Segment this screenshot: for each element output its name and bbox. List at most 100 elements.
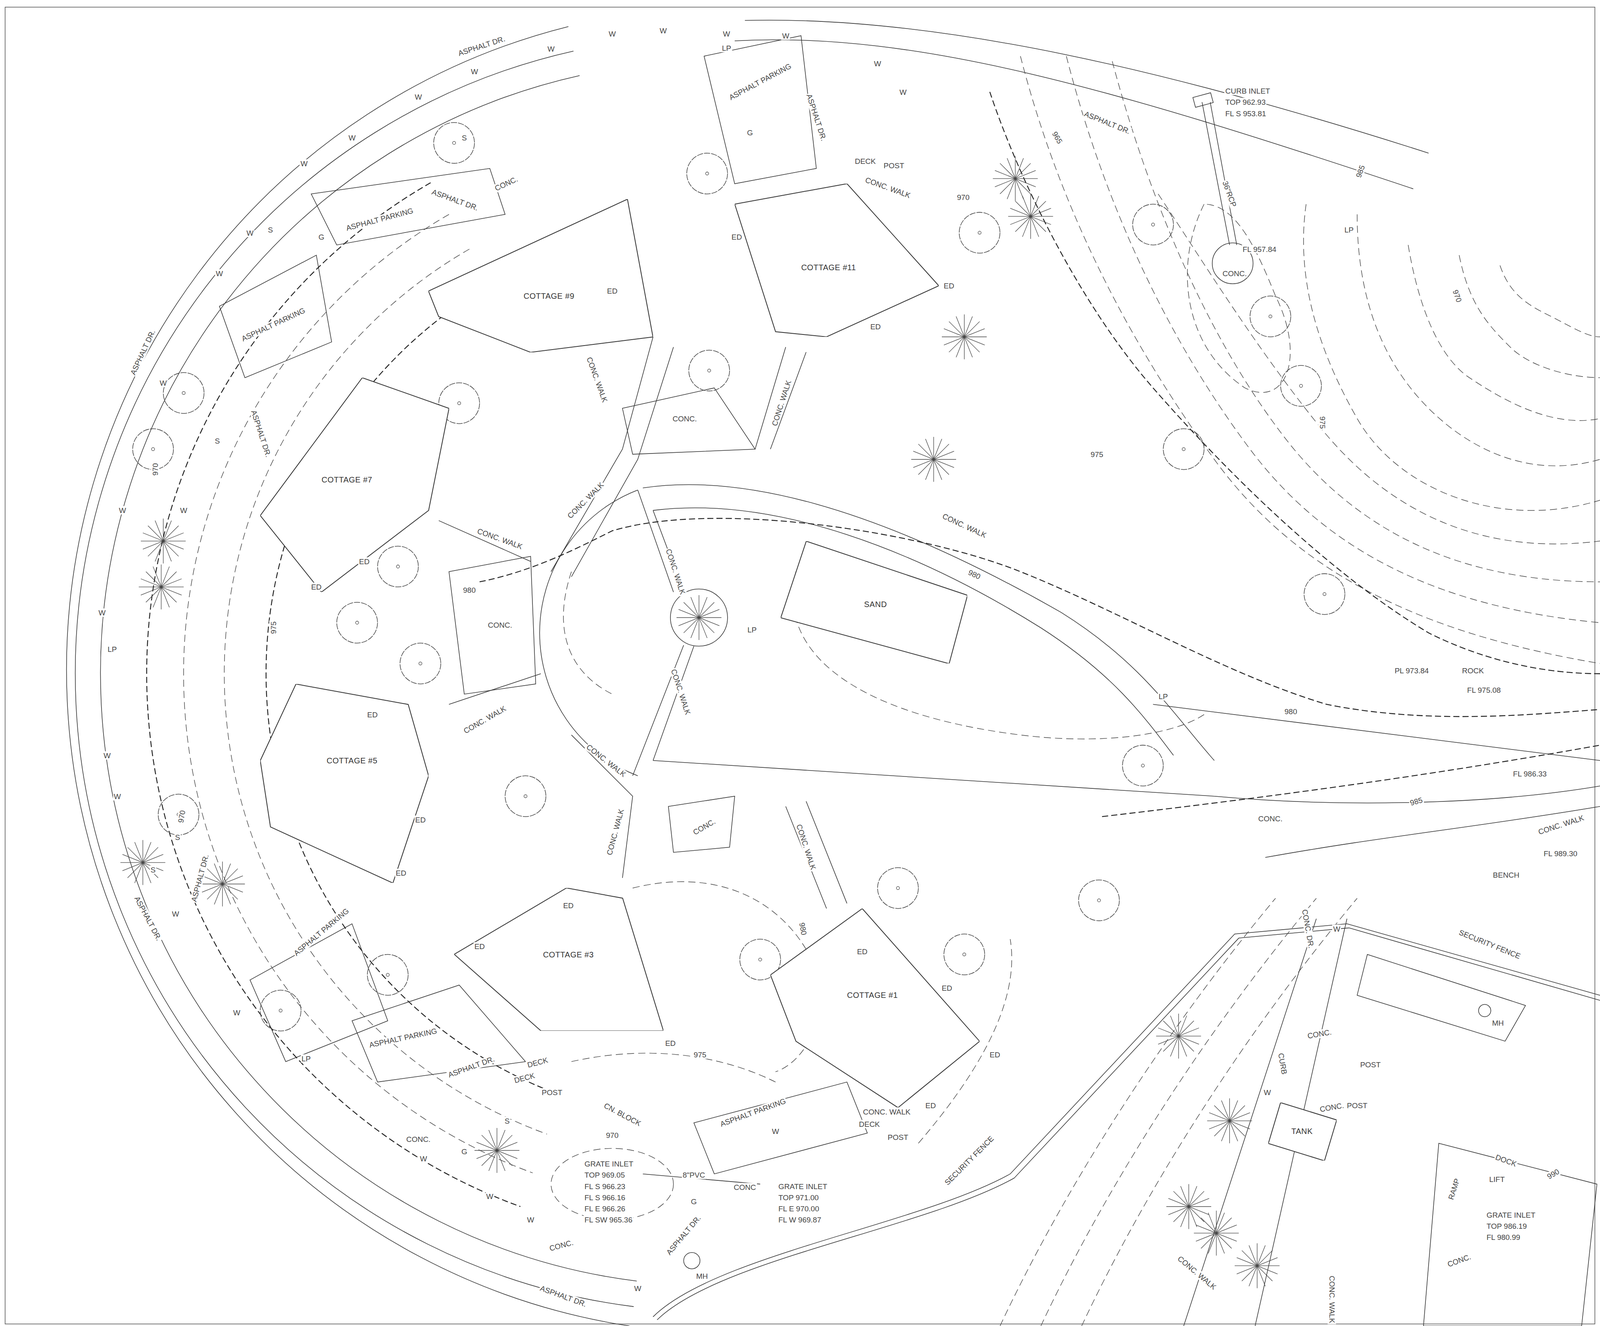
drive-edge	[1255, 918, 1347, 1326]
contour-line	[183, 214, 533, 1173]
site-label: G	[460, 1147, 469, 1156]
trees	[132, 122, 1345, 1032]
footprint-polygon	[780, 541, 968, 664]
walk-edge	[571, 347, 674, 577]
tree-symbol	[1078, 879, 1120, 921]
pines	[120, 156, 1280, 1289]
site-label: CONC. WALK	[863, 175, 913, 200]
site-label: ASPHALT DR.	[664, 1213, 704, 1258]
site-label: LP	[1158, 691, 1169, 701]
site-label: ED	[664, 1039, 677, 1048]
site-label: ED	[562, 901, 575, 910]
pine-symbol	[1156, 1013, 1201, 1059]
site-label: DOCK	[1493, 1152, 1519, 1169]
site-label: 985	[1354, 163, 1367, 180]
pine-symbol	[1207, 1098, 1253, 1143]
footprint-outline	[454, 887, 664, 1031]
site-label: W	[102, 751, 112, 760]
footprint-outline	[260, 377, 450, 592]
manhole	[1478, 1004, 1491, 1017]
site-label: 980	[797, 921, 809, 937]
site-label: CONC. DR.	[1300, 908, 1316, 950]
footprint-polygon	[734, 183, 939, 337]
site-label: 975	[1318, 415, 1327, 430]
site-label: CONC.	[690, 816, 718, 838]
tree-symbol	[163, 372, 205, 414]
site-label: 970	[1450, 288, 1464, 305]
site-label: 990	[1544, 1166, 1562, 1182]
building-name: COTTAGE #9	[523, 291, 575, 300]
building-name: COTTAGE #11	[800, 263, 856, 272]
walk-edge	[770, 352, 807, 450]
walk-edge	[1265, 806, 1600, 858]
site-label: POST	[882, 161, 905, 170]
site-label: 8"PVC	[681, 1170, 706, 1180]
site-label: CONC.	[487, 620, 513, 629]
site-label: CONC.	[1221, 269, 1248, 278]
rcp-pipe	[1210, 101, 1237, 245]
site-label: GRATE INLET	[1485, 1210, 1537, 1219]
site-label: 980	[966, 567, 983, 582]
footprint-polygon	[770, 908, 980, 1108]
site-label: FL E 970.00	[777, 1204, 821, 1213]
site-label: ASPHALT PARKING	[367, 1026, 439, 1050]
tree-symbol	[367, 954, 409, 996]
site-label: CONC.	[547, 1237, 575, 1253]
manhole	[683, 1252, 700, 1269]
site-label: W	[215, 269, 224, 278]
site-label: FL W 969.87	[777, 1215, 823, 1224]
walk-hub	[670, 588, 728, 646]
site-label: G	[746, 128, 754, 137]
site-label: ASPHALT DR.	[538, 1283, 589, 1309]
yard-outline	[1357, 954, 1526, 1042]
tree-symbol	[336, 602, 378, 644]
site-label: CONC. WALK	[770, 378, 794, 428]
site-label: S	[149, 865, 157, 874]
site-label: CONC.	[1257, 814, 1284, 823]
site-label: ED	[730, 232, 743, 241]
tree-symbol	[260, 990, 302, 1032]
walk-edge	[642, 484, 1214, 761]
curb-inlet	[1192, 92, 1214, 108]
tree-symbol	[433, 122, 475, 164]
site-label: 970	[956, 192, 971, 202]
parking-lot	[219, 255, 332, 378]
index-contour	[989, 92, 1600, 674]
site-label: ED	[395, 868, 408, 877]
security-fence	[642, 92, 1600, 1326]
site-label: CONC. WALK	[1175, 1253, 1219, 1292]
contour-line	[1020, 56, 1600, 664]
site-label: W	[299, 159, 309, 168]
site-label: FL E 966.26	[583, 1204, 627, 1213]
building-footprint: COTTAGE #7	[260, 377, 450, 592]
site-label: LP	[1343, 225, 1355, 234]
site-label: ASPHALT PARKING	[239, 305, 308, 344]
plaza-edge	[539, 489, 638, 776]
building-name: COTTAGE #3	[543, 950, 594, 959]
site-label: W	[245, 228, 255, 237]
walk-edge	[1152, 704, 1600, 761]
contour-line	[224, 249, 547, 1135]
walk-edge	[653, 507, 1174, 756]
site-label: CONC.	[1445, 1252, 1473, 1269]
site-label: 965	[1050, 129, 1065, 146]
site-label: 985	[1408, 795, 1425, 808]
tree-symbol	[959, 212, 1001, 254]
site-label: ASPHALT DR.	[456, 34, 507, 58]
tree-symbol	[943, 933, 985, 975]
parking-lot	[311, 168, 506, 246]
site-label: ASPHALT PARKING	[344, 206, 415, 233]
tree-symbol	[688, 349, 730, 391]
site-label: POST	[1346, 1101, 1369, 1110]
site-label: W	[633, 1283, 643, 1293]
site-label: ASPHALT PARKING	[718, 1096, 788, 1129]
drive-edge	[745, 20, 1429, 154]
concrete-pad	[449, 556, 536, 694]
site-label: CONC.	[405, 1135, 432, 1144]
tree-symbol	[505, 775, 546, 817]
building-name: COTTAGE #1	[847, 991, 898, 999]
contour-line	[563, 571, 613, 695]
site-label: W	[1332, 924, 1341, 934]
site-label: ASPHALT DR.	[249, 408, 273, 460]
